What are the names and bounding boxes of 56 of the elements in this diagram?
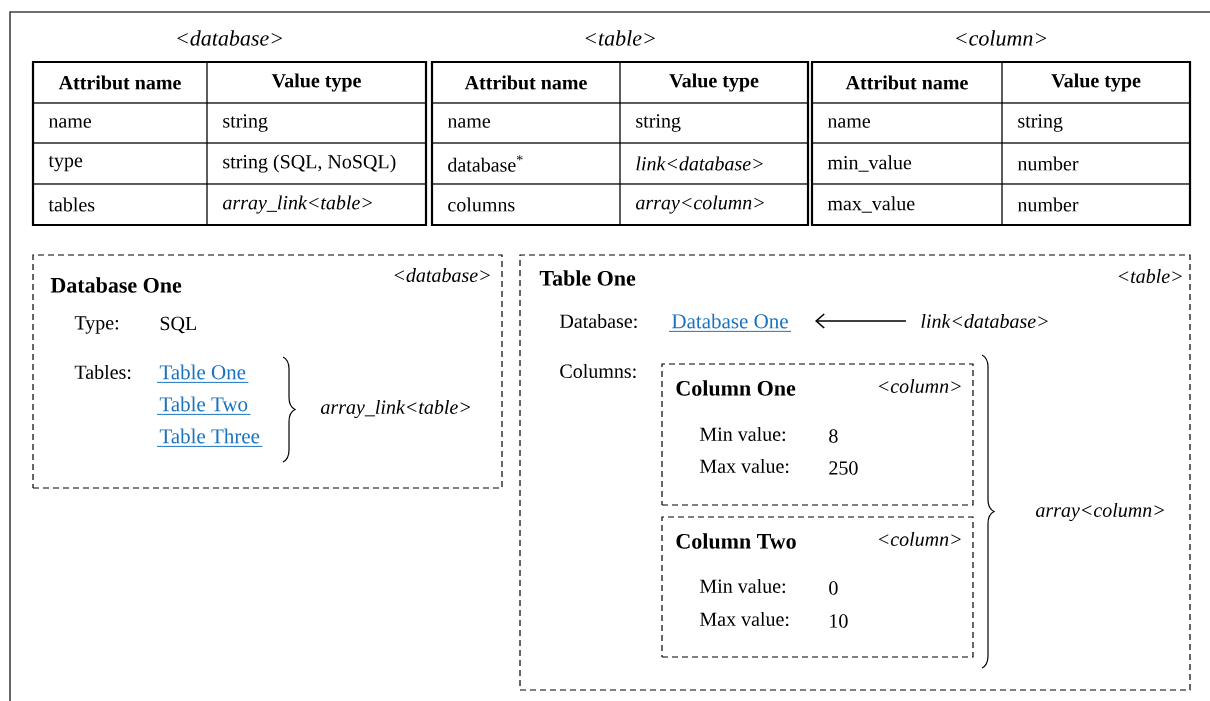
box-title: Table One <box>539 270 636 286</box>
field-label: Max value: <box>699 611 789 627</box>
annotation: array<column> <box>1036 502 1164 522</box>
arrow <box>815 313 907 329</box>
table-cell: array_link<table> <box>206 183 427 226</box>
table-cell: link<database> <box>619 142 809 185</box>
field-label: Min value: <box>699 426 785 442</box>
link: Table Three <box>156 428 263 447</box>
field-value: 0 <box>829 581 838 595</box>
table-heading: <table> <box>585 30 655 46</box>
table-cell: name <box>32 102 208 144</box>
table-cell: array<column> <box>619 183 809 226</box>
type-tag: <column> <box>879 378 961 394</box>
type-tag: <table> <box>1118 268 1182 284</box>
table-cell: columns <box>431 183 621 226</box>
field-value: 250 <box>829 461 858 475</box>
node-label: Attribut name <box>58 75 181 90</box>
type-tag: <column> <box>879 531 961 547</box>
table-cell: min_value <box>811 142 1003 185</box>
header-cell: Value type <box>206 61 427 104</box>
header-cell: Value type <box>619 61 809 104</box>
box-title: Column One <box>676 380 796 396</box>
table-cell: string <box>619 102 809 144</box>
node-label: Attribut name <box>845 75 968 90</box>
table-cell: tables <box>32 183 208 226</box>
link: Table Two <box>156 396 251 415</box>
field-label: Max value: <box>699 458 789 474</box>
box-title: Column Two <box>676 533 796 549</box>
type-tag: <database> <box>394 267 490 283</box>
field-label: Database: <box>559 313 637 329</box>
table-cell: string <box>1001 102 1191 144</box>
field-value: SQL <box>160 316 196 334</box>
box-title: Database One <box>50 277 182 293</box>
field-label: Columns: <box>560 363 636 379</box>
annotation: link<database> <box>921 313 1048 329</box>
table-heading: <database> <box>177 30 282 46</box>
annotation: array_link<table> <box>321 399 470 419</box>
table-cell: string (SQL, NoSQL) <box>206 142 427 185</box>
header-cell: Value type <box>1001 61 1191 104</box>
table-cell: name <box>811 102 1003 144</box>
field-label: Min value: <box>699 578 785 594</box>
table-cell: string <box>206 102 427 144</box>
table-cell: name <box>431 102 621 144</box>
table-cell: number <box>1001 142 1191 185</box>
link: Table One <box>156 364 249 383</box>
field-label: Tables: <box>74 364 131 380</box>
field-value: 8 <box>829 429 838 443</box>
field-label: Type: <box>74 316 119 334</box>
table-cell: type <box>32 142 208 185</box>
table-heading: <column> <box>956 30 1047 46</box>
node-label: Attribut name <box>464 75 587 90</box>
table-cell: database$^{*}$ <box>431 142 621 185</box>
link: Database One <box>668 313 792 332</box>
field-value: 10 <box>830 614 848 628</box>
table-cell: max_value <box>811 183 1003 226</box>
table-cell: number <box>1001 183 1191 226</box>
